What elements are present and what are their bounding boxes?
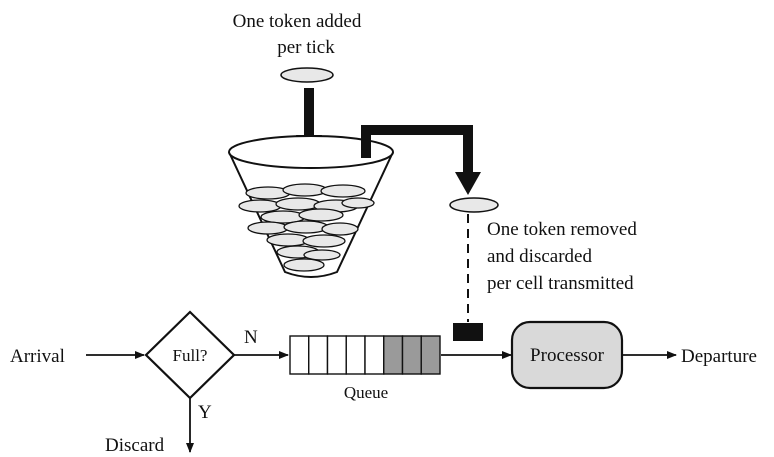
token-remove-arrow-head	[455, 172, 481, 195]
queue-cell-occupied	[420, 335, 441, 375]
departure-label: Departure	[681, 346, 757, 367]
token-added-label-line2: per tick	[277, 37, 335, 58]
incoming-token	[280, 67, 334, 83]
token-gate-block	[453, 323, 483, 341]
no-branch-label: N	[244, 327, 258, 348]
arrival-label: Arrival	[10, 346, 65, 367]
queue-cell-empty	[326, 335, 347, 375]
queue-cell-empty	[364, 335, 385, 375]
queue-label: Queue	[344, 383, 388, 402]
queue-cell-empty	[345, 335, 366, 375]
processor-label: Processor	[530, 345, 605, 366]
queue-cell-empty	[308, 335, 329, 375]
queue-cell-occupied	[401, 335, 422, 375]
yes-branch-label: Y	[198, 402, 212, 423]
token-add-arrow-shaft	[304, 88, 314, 138]
token-remove-arrow-shaft	[463, 125, 473, 175]
token-remove-arrow-stem	[361, 125, 371, 158]
queue-cell-empty	[289, 335, 310, 375]
token-removed-label-line1: One token removed	[487, 219, 637, 240]
token-removed-label-line3: per cell transmitted	[487, 273, 634, 294]
bucket-tokens	[238, 183, 375, 272]
token-removed-label-line2: and discarded	[487, 246, 592, 267]
queue-cell-occupied	[383, 335, 404, 375]
full-decision-label: Full?	[173, 346, 208, 365]
removed-token	[449, 197, 499, 213]
token-added-label-line1: One token added	[233, 11, 362, 32]
discard-label: Discard	[105, 435, 165, 456]
token-remove-arrow-bar	[361, 125, 473, 135]
queue	[289, 335, 441, 375]
